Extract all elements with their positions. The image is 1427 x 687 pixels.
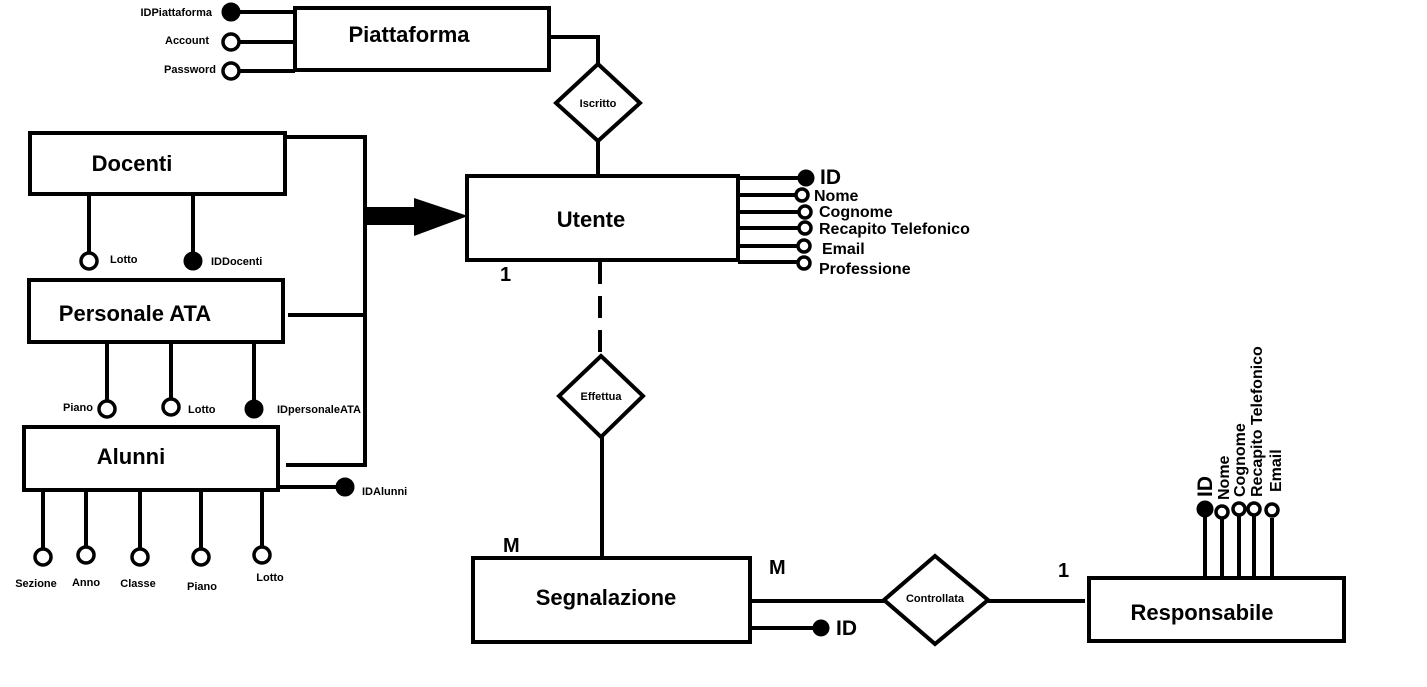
attribute-label: Cognome — [1232, 423, 1249, 497]
cardinalities: 1 M M 1 — [500, 264, 1069, 582]
attribute-label: Classe — [120, 578, 155, 590]
attribute-label: IDpersonaleATA — [277, 404, 361, 416]
attribute-marker — [252, 545, 272, 565]
attribute-label: ID — [820, 166, 841, 189]
cardinality-segnalazione-effettua: M — [503, 535, 520, 557]
attribute-label: Lotto — [256, 572, 284, 584]
attribute-marker — [797, 204, 813, 220]
entity-responsabile[interactable]: Responsabile — [1087, 576, 1346, 643]
attribute-key-marker — [797, 169, 815, 187]
attribute-label: Professione — [819, 261, 911, 278]
entity-utente[interactable]: Utente — [465, 174, 740, 262]
attributes-docenti: Lotto IDDocenti — [79, 194, 262, 271]
attribute-label: Recapito Telefonico — [819, 221, 970, 238]
connector-lines — [285, 35, 1085, 603]
entity-label-docenti: Docenti — [92, 151, 173, 176]
attribute-label: Lotto — [188, 404, 216, 416]
attribute-marker — [1214, 504, 1230, 520]
attribute-marker — [97, 399, 117, 419]
attribute-label: ID — [836, 617, 857, 640]
entity-label-responsabile: Responsabile — [1130, 600, 1273, 625]
relationship-iscritto[interactable]: Iscritto — [553, 61, 643, 144]
attribute-key-marker — [244, 399, 264, 419]
attribute-marker — [221, 61, 241, 81]
attribute-label: IDDocenti — [211, 256, 262, 268]
attribute-label: Piano — [187, 581, 217, 593]
attribute-marker — [79, 251, 99, 271]
entity-label-personale-ata: Personale ATA — [59, 301, 212, 326]
attribute-label: Password — [164, 64, 216, 76]
attribute-label: Sezione — [15, 578, 57, 590]
attribute-marker — [1246, 501, 1262, 517]
attribute-marker — [191, 547, 211, 567]
attribute-key-marker — [812, 619, 830, 637]
attributes-piattaforma: IDPiattaforma Account Password — [140, 2, 295, 81]
attribute-marker — [796, 255, 812, 271]
attribute-key-marker — [335, 477, 355, 497]
cardinality-utente-effettua: 1 — [500, 264, 511, 286]
attribute-label: Account — [165, 35, 209, 47]
relationship-label-iscritto: Iscritto — [580, 98, 617, 110]
entity-label-piattaforma: Piattaforma — [348, 22, 470, 47]
attribute-marker — [161, 397, 181, 417]
attribute-marker — [33, 547, 53, 567]
entity-piattaforma[interactable]: Piattaforma — [293, 6, 551, 72]
attribute-marker — [1231, 501, 1247, 517]
attribute-key-marker — [183, 251, 203, 271]
attribute-marker — [797, 220, 813, 236]
relationship-label-controllata: Controllata — [906, 593, 965, 605]
attribute-label: Recapito Telefonico — [1249, 346, 1266, 497]
attribute-marker — [130, 547, 150, 567]
attribute-label: Nome — [814, 188, 859, 205]
attribute-label: IDAlunni — [362, 486, 407, 498]
attribute-key-marker — [1196, 500, 1214, 518]
attribute-marker — [1264, 502, 1280, 518]
entity-label-alunni: Alunni — [97, 444, 165, 469]
entity-personale-ata[interactable]: Personale ATA — [27, 278, 285, 344]
line-generalization-trunk — [285, 135, 367, 467]
entity-alunni[interactable]: Alunni — [22, 425, 280, 492]
attribute-marker — [796, 238, 812, 254]
attribute-label: Cognome — [819, 204, 893, 221]
attribute-label: ID — [1194, 476, 1217, 497]
cardinality-responsabile-controllata: 1 — [1058, 560, 1069, 582]
entity-label-utente: Utente — [557, 207, 625, 232]
attribute-marker — [76, 545, 96, 565]
attributes-segnalazione: ID — [750, 617, 857, 640]
attribute-label: Piano — [63, 402, 93, 414]
entity-segnalazione[interactable]: Segnalazione — [471, 556, 752, 644]
entity-docenti[interactable]: Docenti — [28, 131, 287, 196]
attribute-label: Nome — [1216, 455, 1233, 500]
attribute-label: Email — [1268, 449, 1285, 492]
attribute-marker — [794, 187, 810, 203]
attributes-responsabile: ID Nome Cognome Recapito Telefonico Emai… — [1194, 346, 1285, 578]
entity-label-segnalazione: Segnalazione — [536, 585, 677, 610]
generalization-arrow-head — [414, 198, 468, 236]
attribute-key-marker — [221, 2, 241, 22]
attributes-alunni: Sezione Anno Classe Piano Lotto IDAlunni — [15, 477, 407, 593]
attributes-utente: ID Nome Cognome Recapito Telefonico Emai… — [738, 166, 970, 278]
relationship-controllata[interactable]: Controllata — [880, 553, 992, 647]
attribute-label: Email — [822, 241, 865, 258]
attributes-personale-ata: Piano Lotto IDpersonaleATA — [63, 342, 361, 419]
relationship-effettua[interactable]: Effettua — [556, 353, 646, 440]
relationship-label-effettua: Effettua — [581, 391, 623, 403]
attribute-label: IDPiattaforma — [140, 7, 212, 19]
line-piattaforma-iscritto — [549, 35, 600, 64]
attribute-marker — [221, 32, 241, 52]
attribute-label: Lotto — [110, 254, 138, 266]
attribute-label: Anno — [72, 577, 100, 589]
cardinality-segnalazione-controllata: M — [769, 557, 786, 579]
